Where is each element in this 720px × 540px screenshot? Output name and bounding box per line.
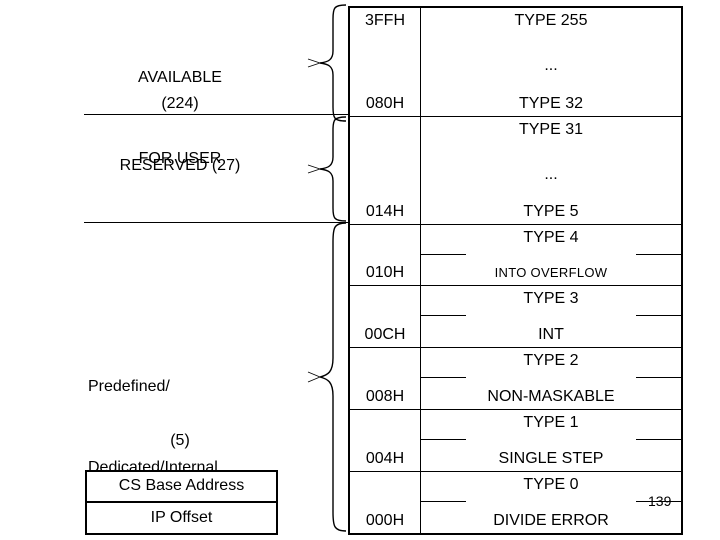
type-cell: TYPE 2 NON-MASKABLE xyxy=(421,348,681,409)
type-top-label: TYPE 255 xyxy=(514,12,588,29)
type-bottom-label: TYPE 5 xyxy=(523,203,579,220)
address-cell: 004H xyxy=(350,410,421,471)
address-bottom-label: 008H xyxy=(365,388,405,405)
type-ellipsis: ... xyxy=(544,166,558,183)
stub-rule-left xyxy=(421,315,466,316)
table-row: 004H TYPE 1 SINGLE STEP xyxy=(350,410,681,472)
stub-rule-left xyxy=(421,501,466,502)
type-cell: TYPE 3 INT xyxy=(421,286,681,347)
available-for-user-label: AVAILABLE FOR USER xyxy=(50,10,310,226)
available-line-2: FOR USER xyxy=(138,150,222,167)
divider-available-reserved xyxy=(84,114,348,115)
interrupt-vector-table: 3FFH 080H TYPE 255 ... TYPE 32 014H TYPE… xyxy=(348,6,683,535)
type-cell: TYPE 0 DIVIDE ERROR xyxy=(421,472,681,533)
type-bottom-label: INTO OVERFLOW xyxy=(494,265,608,280)
predefined-line-1: Predefined/ xyxy=(88,378,170,395)
address-cell: 3FFH 080H xyxy=(350,8,421,116)
stub-rule-right xyxy=(636,315,681,316)
address-bottom-label: 014H xyxy=(365,203,405,220)
stub-rule-right xyxy=(636,501,681,502)
type-top-label: TYPE 2 xyxy=(523,352,579,369)
stub-rule-left xyxy=(421,254,466,255)
type-top-label: TYPE 1 xyxy=(523,414,579,431)
table-row: 00CH TYPE 3 INT xyxy=(350,286,681,348)
brace-available-for-user xyxy=(307,4,347,122)
type-top-label: TYPE 4 xyxy=(523,229,579,246)
table-row: 008H TYPE 2 NON-MASKABLE xyxy=(350,348,681,410)
table-row: 014H TYPE 31 ... TYPE 5 xyxy=(350,117,681,225)
address-cell: 010H xyxy=(350,225,421,285)
table-row: 3FFH 080H TYPE 255 ... TYPE 32 xyxy=(350,8,681,117)
address-cell: 000H xyxy=(350,472,421,533)
type-top-label: TYPE 0 xyxy=(523,476,579,493)
type-cell: TYPE 31 ... TYPE 5 xyxy=(421,117,681,224)
brace-reserved xyxy=(307,116,347,222)
predefined-count-label: (5) xyxy=(170,432,190,449)
address-bottom-label: 000H xyxy=(365,512,405,529)
address-bottom-label: 010H xyxy=(365,264,405,281)
cs-base-address-cell: CS Base Address xyxy=(87,472,276,503)
predefined-line-3: Interrupts Pointers xyxy=(88,535,308,540)
brace-predefined-interrupts xyxy=(307,222,347,532)
divider-reserved-predefined xyxy=(84,222,348,223)
table-row: 000H TYPE 0 DIVIDE ERROR xyxy=(350,472,681,533)
stub-rule-right xyxy=(636,439,681,440)
stub-rule-left xyxy=(421,439,466,440)
address-cell: 008H xyxy=(350,348,421,409)
stub-rule-left xyxy=(421,377,466,378)
type-ellipsis: ... xyxy=(544,57,558,74)
stub-rule-right xyxy=(636,254,681,255)
page-number: 139 xyxy=(648,493,672,509)
type-bottom-label: INT xyxy=(538,326,564,343)
type-top-label: TYPE 3 xyxy=(523,290,579,307)
stub-rule-right xyxy=(636,377,681,378)
address-cell: 00CH xyxy=(350,286,421,347)
type-cell: TYPE 1 SINGLE STEP xyxy=(421,410,681,471)
address-bottom-label: 080H xyxy=(365,95,405,112)
type-bottom-label: SINGLE STEP xyxy=(498,450,604,467)
ip-offset-cell: IP Offset xyxy=(150,508,213,526)
available-count-label: (224) xyxy=(161,95,199,112)
reserved-label: RESERVED (27) xyxy=(119,157,241,174)
address-bottom-label: 004H xyxy=(365,450,405,467)
type-cell: TYPE 4 INTO OVERFLOW xyxy=(421,225,681,285)
address-bottom-label: 00CH xyxy=(364,326,406,343)
type-top-label: TYPE 31 xyxy=(518,121,584,138)
address-top-label: 3FFH xyxy=(365,12,405,29)
type-bottom-label: TYPE 32 xyxy=(518,95,584,112)
type-bottom-label: NON-MASKABLE xyxy=(487,388,615,405)
type-bottom-label: DIVIDE ERROR xyxy=(493,512,609,529)
table-row: 010H TYPE 4 INTO OVERFLOW xyxy=(350,225,681,286)
available-line-1: AVAILABLE xyxy=(138,69,222,86)
type-cell: TYPE 255 ... TYPE 32 xyxy=(421,8,681,116)
address-cell: 014H xyxy=(350,117,421,224)
interrupt-vector-box: CS Base Address IP Offset xyxy=(85,470,278,535)
